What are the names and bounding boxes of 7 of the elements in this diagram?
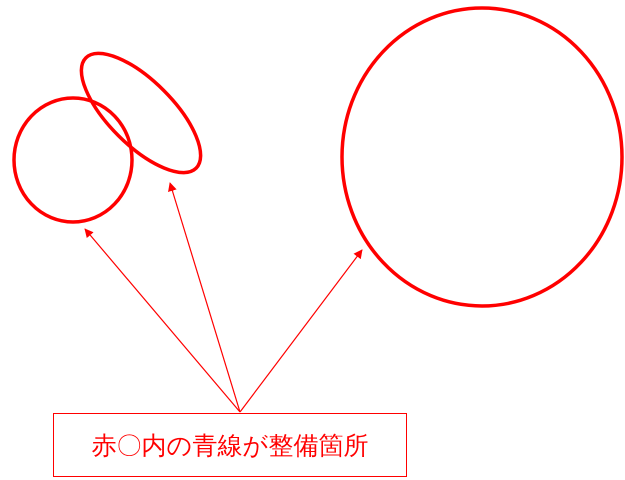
label-box: 赤〇内の青線が整備箇所 xyxy=(53,413,407,477)
arrow xyxy=(240,249,363,412)
circle-outline xyxy=(340,6,624,308)
ellipse-outline xyxy=(81,53,201,173)
arrow xyxy=(168,182,241,412)
arrow xyxy=(84,228,240,412)
circle-outline xyxy=(12,96,134,224)
